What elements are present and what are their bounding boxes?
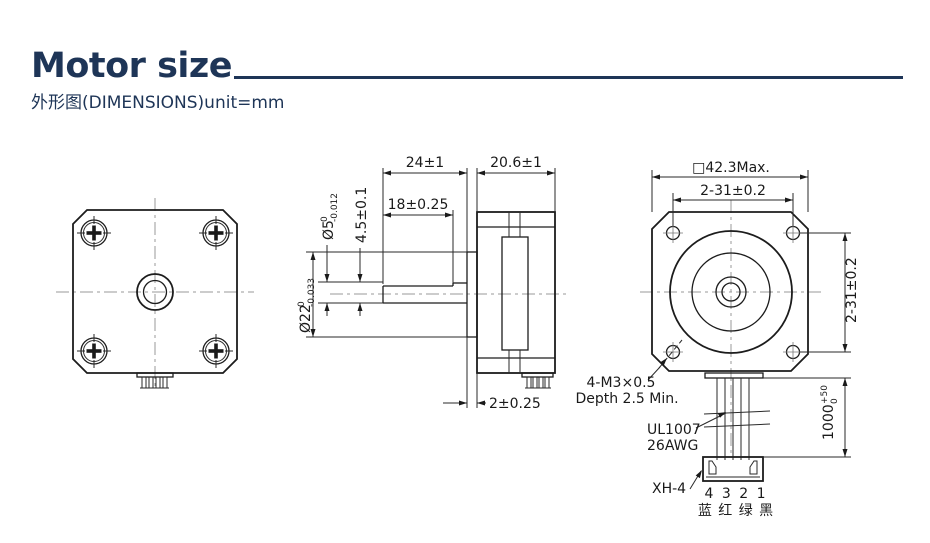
connector-type-label: XH-4 (652, 481, 686, 497)
svg-text:0: 0 (320, 216, 330, 222)
body-round-outline (669, 230, 793, 354)
page-subtitle: 外形图(DIMENSIONS)unit=mm (31, 93, 285, 113)
svg-text:-0.033: -0.033 (307, 278, 317, 307)
dim-wire-length: 1000 +50 0 (820, 385, 840, 440)
wire-gauge-label: 26AWG (647, 438, 698, 454)
wire-break-mark (703, 423, 771, 428)
svg-text:4.5±0.1: 4.5±0.1 (354, 187, 370, 243)
thread-depth-label: Depth 2.5 Min. (575, 391, 678, 407)
dim-hole-pitch-h: 2-31±0.2 (700, 183, 766, 199)
dim-boss-height: 2±0.25 (489, 396, 541, 412)
screw-bottom-right (198, 333, 234, 369)
connector-latch-right (749, 460, 758, 475)
title-rule (234, 76, 903, 79)
svg-text:1000: 1000 (821, 404, 837, 440)
pin-header-connector (136, 372, 174, 389)
motor-body-side (476, 211, 556, 374)
shaft-hub-circle (136, 273, 174, 311)
svg-text:+50: +50 (820, 385, 830, 404)
shaft-circle (142, 279, 168, 305)
svg-text:Ø22: Ø22 (298, 304, 314, 333)
shaft-circle (721, 282, 741, 302)
screw-top-left (76, 215, 112, 251)
pin-numbers-label: 4 3 2 1 (705, 486, 768, 502)
svg-text:Ø5: Ø5 (321, 220, 337, 240)
side-view: 24±1 20.6±1 18±0.25 Ø5 0 -0.012 4.5±0.1 (297, 155, 568, 412)
connector-latch-left (708, 460, 717, 475)
screw-bottom-left (76, 333, 112, 369)
thread-leader-line (658, 339, 683, 369)
dim-shaft-total: 24±1 (406, 155, 444, 171)
svg-text:0: 0 (297, 301, 307, 307)
page-title: Motor size (31, 46, 233, 86)
screw-top-right (198, 215, 234, 251)
dim-body-length: 20.6±1 (490, 155, 542, 171)
thread-spec-label: 4-M3×0.5 (587, 375, 656, 391)
lead-wires (703, 372, 771, 460)
left-face-view (56, 198, 254, 390)
wire-break-mark (703, 410, 771, 415)
motor-face-outline (72, 209, 238, 374)
dim-flat-length: 18±0.25 (388, 197, 449, 213)
motor-shaft (382, 282, 467, 304)
wire-colors-label: 蓝 红 绿 黑 (698, 503, 774, 519)
wire-type-label: UL1007 (647, 422, 701, 438)
dim-square-size: □42.3Max. (692, 160, 770, 176)
hub-circle (715, 276, 747, 308)
dim-shaft-diameter: Ø5 0 -0.012 (320, 193, 340, 240)
motor-rear-outline (651, 211, 809, 372)
boss-circle (691, 252, 771, 332)
svg-text:-0.012: -0.012 (330, 193, 340, 222)
dim-flat-width: 4.5±0.1 (354, 187, 370, 243)
pin-header-connector-side (521, 372, 554, 389)
dim-hole-pitch-v: 2-31±0.2 (844, 257, 860, 323)
dim-boss-diameter: Ø22 0 -0.033 (297, 278, 317, 333)
svg-text:0: 0 (830, 398, 840, 404)
rear-view: □42.3Max. 2-31±0.2 2-31±0.2 (575, 160, 860, 519)
xh4-connector (702, 456, 764, 482)
svg-text:2-31±0.2: 2-31±0.2 (844, 257, 860, 323)
